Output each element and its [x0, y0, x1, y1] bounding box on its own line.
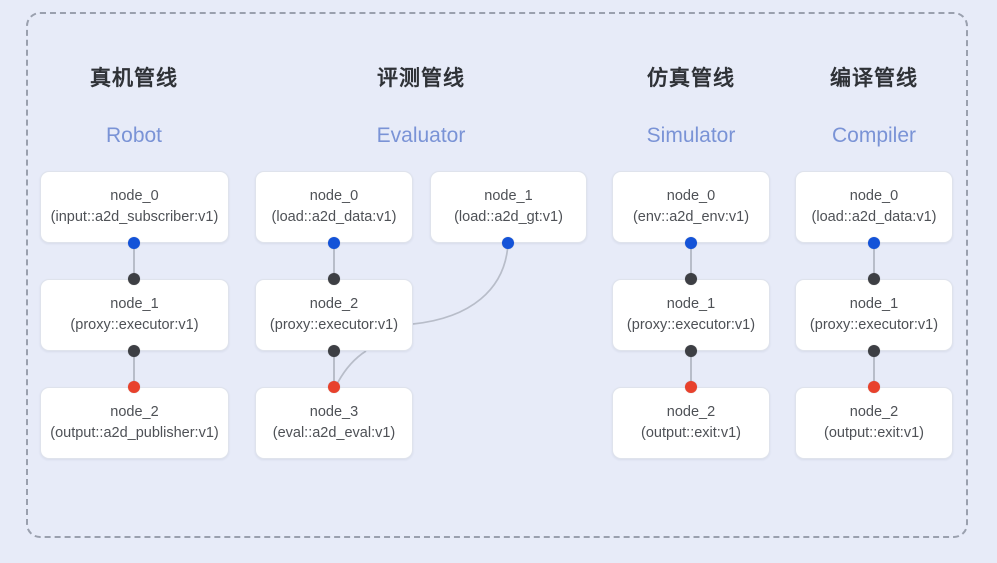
- terminal-port-dot[interactable]: [868, 381, 880, 393]
- output-port-dot[interactable]: [685, 237, 697, 249]
- node-spec-label: (output::a2d_publisher:v1): [50, 424, 219, 441]
- column-title-cn-robot: 真机管线: [90, 67, 178, 90]
- edge-connector: [690, 351, 692, 387]
- column-title-en-robot: Robot: [105, 124, 163, 147]
- node-box[interactable]: node_0(input::a2d_subscriber:v1): [40, 171, 229, 243]
- node-box[interactable]: node_0(load::a2d_data:v1): [255, 171, 413, 243]
- node-box[interactable]: node_2(output::a2d_publisher:v1): [40, 387, 229, 459]
- edge-connector: [333, 243, 335, 279]
- node-spec-label: (env::a2d_env:v1): [632, 208, 750, 225]
- terminal-port-dot[interactable]: [685, 381, 697, 393]
- column-title-cn-simulator: 仿真管线: [647, 67, 735, 90]
- node-spec-label: (output::exit:v1): [824, 424, 924, 441]
- column-title-cn-evaluator: 评测管线: [377, 67, 465, 90]
- node-box[interactable]: node_0(load::a2d_data:v1): [795, 171, 953, 243]
- input-port-dot[interactable]: [328, 273, 340, 285]
- edge-connector: [873, 351, 875, 387]
- node-box[interactable]: node_2(output::exit:v1): [612, 387, 770, 459]
- node-box[interactable]: node_2(proxy::executor:v1): [255, 279, 413, 351]
- output-port-dot[interactable]: [502, 237, 514, 249]
- node-spec-label: (proxy::executor:v1): [626, 316, 756, 333]
- column-title-en-compiler: Compiler: [831, 124, 917, 147]
- node-box[interactable]: node_1(proxy::executor:v1): [612, 279, 770, 351]
- output-port-dot[interactable]: [328, 237, 340, 249]
- node-name-label: node_3: [309, 403, 359, 420]
- node-name-label: node_1: [110, 295, 159, 312]
- output-port-dot[interactable]: [128, 237, 140, 249]
- input-port-dot[interactable]: [685, 345, 697, 357]
- input-port-dot[interactable]: [128, 345, 140, 357]
- terminal-port-dot[interactable]: [128, 381, 140, 393]
- node-name-label: node_2: [309, 295, 359, 312]
- node-name-label: node_2: [110, 403, 159, 420]
- node-name-label: node_2: [849, 403, 899, 420]
- node-spec-label: (eval::a2d_eval:v1): [272, 424, 396, 441]
- column-title-cn-compiler: 编译管线: [830, 67, 918, 90]
- pipeline-group-frame: [26, 12, 968, 538]
- node-spec-label: (load::a2d_data:v1): [811, 208, 937, 225]
- node-spec-label: (load::a2d_data:v1): [271, 208, 397, 225]
- column-title-en-evaluator: Evaluator: [376, 124, 466, 147]
- node-spec-label: (proxy::executor:v1): [809, 316, 939, 333]
- input-port-dot[interactable]: [328, 345, 340, 357]
- node-spec-label: (proxy::executor:v1): [70, 316, 199, 333]
- node-name-label: node_1: [849, 295, 899, 312]
- input-port-dot[interactable]: [685, 273, 697, 285]
- column-title-en-simulator: Simulator: [646, 124, 736, 147]
- node-name-label: node_0: [666, 187, 716, 204]
- input-port-dot[interactable]: [868, 273, 880, 285]
- edge-connector: [133, 351, 135, 387]
- node-name-label: node_1: [666, 295, 716, 312]
- node-spec-label: (load::a2d_gt:v1): [454, 208, 563, 225]
- edge-connector: [690, 243, 692, 279]
- node-box[interactable]: node_0(env::a2d_env:v1): [612, 171, 770, 243]
- edge-connector: [333, 351, 335, 387]
- node-name-label: node_0: [849, 187, 899, 204]
- node-spec-label: (proxy::executor:v1): [269, 316, 399, 333]
- input-port-dot[interactable]: [128, 273, 140, 285]
- terminal-port-dot[interactable]: [328, 381, 340, 393]
- edge-connector: [873, 243, 875, 279]
- node-box[interactable]: node_1(proxy::executor:v1): [795, 279, 953, 351]
- node-name-label: node_2: [666, 403, 716, 420]
- node-box[interactable]: node_1(load::a2d_gt:v1): [430, 171, 587, 243]
- node-box[interactable]: node_3(eval::a2d_eval:v1): [255, 387, 413, 459]
- node-spec-label: (input::a2d_subscriber:v1): [50, 208, 219, 225]
- edge-connector: [133, 243, 135, 279]
- node-name-label: node_0: [309, 187, 359, 204]
- node-name-label: node_0: [110, 187, 159, 204]
- node-box[interactable]: node_2(output::exit:v1): [795, 387, 953, 459]
- output-port-dot[interactable]: [868, 237, 880, 249]
- node-spec-label: (output::exit:v1): [641, 424, 741, 441]
- input-port-dot[interactable]: [868, 345, 880, 357]
- node-box[interactable]: node_1(proxy::executor:v1): [40, 279, 229, 351]
- node-name-label: node_1: [484, 187, 533, 204]
